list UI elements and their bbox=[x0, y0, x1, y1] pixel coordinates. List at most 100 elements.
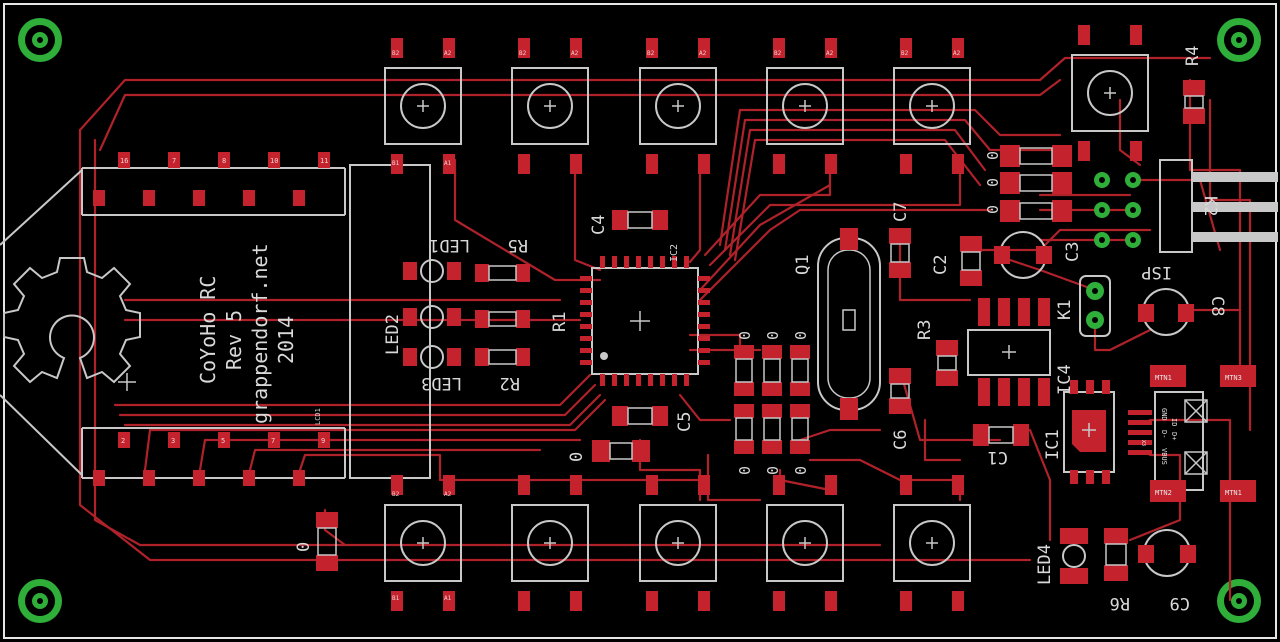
mcu-pin bbox=[684, 374, 689, 386]
mcu-pin bbox=[636, 374, 641, 386]
usb-mtn1-top: MTN1 bbox=[1155, 374, 1172, 382]
pad-label-a2: A2 bbox=[571, 50, 579, 57]
label-c6: C6 bbox=[891, 430, 911, 450]
capacitor-c7 bbox=[889, 228, 911, 278]
label-zero-1: 0 bbox=[567, 452, 587, 462]
pad-label-b2: B2 bbox=[647, 50, 655, 57]
jumper-0-ohm-bottom bbox=[316, 512, 338, 571]
pad-label-a2: A2 bbox=[953, 50, 961, 57]
label-led2: LED2 bbox=[383, 314, 403, 355]
label-r5: R5 bbox=[508, 235, 528, 255]
label-c5: C5 bbox=[675, 412, 695, 432]
mcu-pin bbox=[698, 324, 710, 329]
mounting-hole-top-right bbox=[1217, 18, 1261, 62]
mcu-pin bbox=[580, 336, 592, 341]
pad-label-a1: A1 bbox=[444, 595, 452, 602]
mcu-pin bbox=[660, 256, 665, 268]
button-top-3[interactable] bbox=[639, 37, 717, 175]
label-zero-arr: 0 bbox=[736, 466, 754, 475]
mcu-pin bbox=[600, 374, 605, 386]
pad-label-a2: A2 bbox=[444, 50, 452, 57]
button-top-6[interactable] bbox=[1071, 24, 1149, 162]
pad-label-b2: B2 bbox=[392, 50, 400, 57]
label-zero-arr: 0 bbox=[764, 466, 782, 475]
title-line-2: Rev 5 bbox=[222, 310, 246, 370]
regulator-ic4 bbox=[967, 298, 1051, 406]
label-c8: C8 bbox=[1207, 296, 1227, 316]
usb-mtn1-bottom: MTN1 bbox=[1225, 489, 1242, 497]
button-top-2[interactable] bbox=[511, 37, 589, 175]
lcd-tiny-label: LCD1 bbox=[314, 408, 322, 425]
usb-pin-vbus: VBUS bbox=[1160, 448, 1168, 465]
button-bottom-4[interactable] bbox=[766, 474, 844, 612]
label-zero-stack: 0 bbox=[984, 178, 1002, 187]
mounting-hole-bottom-left bbox=[18, 579, 62, 623]
capacitor-c9 bbox=[1138, 529, 1196, 577]
microcontroller-ic2 bbox=[591, 267, 699, 375]
mcu-pin bbox=[672, 256, 677, 268]
label-c1: C1 bbox=[988, 447, 1008, 467]
pad-label-b2: B2 bbox=[901, 50, 909, 57]
usb-pin-gnd: GND bbox=[1160, 408, 1168, 421]
lcd-pins-top: 16 7 8 10 11 bbox=[93, 152, 330, 206]
label-zero-arr: 0 bbox=[764, 331, 782, 340]
mcu-pin bbox=[612, 256, 617, 268]
button-bottom-3[interactable] bbox=[639, 474, 717, 612]
button-bottom-2[interactable] bbox=[511, 474, 589, 612]
button-top-1[interactable] bbox=[384, 37, 462, 175]
resistor-column bbox=[475, 264, 530, 366]
lcd-pin-label: 11 bbox=[320, 157, 328, 165]
lcd-pin-label: 3 bbox=[171, 437, 175, 445]
lcd-pin-label: 7 bbox=[172, 157, 176, 165]
mcu-pin bbox=[624, 256, 629, 268]
lcd-pin-label: 10 bbox=[270, 157, 278, 165]
mcu-pin bbox=[698, 360, 710, 365]
mcu-pin bbox=[600, 256, 605, 268]
usb-chip-ic1 bbox=[1063, 380, 1115, 484]
label-c4: C4 bbox=[589, 215, 609, 235]
jumper-k1[interactable] bbox=[1079, 275, 1111, 337]
open-hardware-gear-icon bbox=[3, 257, 141, 384]
button-top-5[interactable] bbox=[893, 37, 971, 175]
pad-label-b1: B1 bbox=[392, 160, 400, 167]
usb-pin-id: ID bbox=[1170, 418, 1178, 426]
mcu-pin bbox=[612, 374, 617, 386]
label-zero-2: 0 bbox=[294, 542, 314, 552]
button-bottom-5[interactable] bbox=[893, 474, 971, 612]
lcd-pin-label: 7 bbox=[271, 437, 275, 445]
label-c3: C3 bbox=[1063, 242, 1083, 262]
usb-pin-dp: D+ bbox=[1170, 432, 1178, 440]
mcu-pin bbox=[580, 276, 592, 281]
capacitor-c8 bbox=[1138, 288, 1194, 336]
mcu-pin bbox=[698, 276, 710, 281]
mcu-pin bbox=[580, 324, 592, 329]
label-led3: LED3 bbox=[421, 373, 462, 393]
usb-mtn2: MTN2 bbox=[1155, 489, 1172, 497]
label-c9: C9 bbox=[1170, 593, 1190, 613]
label-q1: Q1 bbox=[793, 255, 813, 275]
button-top-4[interactable] bbox=[766, 37, 844, 175]
mcu-pin bbox=[698, 348, 710, 353]
label-led1: LED1 bbox=[429, 235, 470, 255]
pad-label-a2: A2 bbox=[444, 491, 452, 498]
label-r3: R3 bbox=[915, 320, 935, 340]
capacitor-c6 bbox=[889, 368, 911, 414]
label-r6: R6 bbox=[1110, 593, 1130, 613]
mcu-pin bbox=[580, 300, 592, 305]
board-title: CoYoHo RC Rev 5 grappendorf.net 2014 bbox=[196, 243, 298, 424]
label-zero-arr: 0 bbox=[736, 331, 754, 340]
pad-label-b2: B2 bbox=[774, 50, 782, 57]
label-ic1: IC1 bbox=[1043, 429, 1063, 460]
isp-header-k2[interactable] bbox=[1094, 159, 1278, 253]
jumper-stack bbox=[1000, 145, 1072, 222]
jumper-0-ohm-left bbox=[592, 440, 650, 462]
usb-mtn3-top: MTN3 bbox=[1225, 374, 1242, 382]
label-k1: K1 bbox=[1055, 300, 1075, 320]
lcd-pin-label: 2 bbox=[121, 437, 125, 445]
micro-usb-connector[interactable] bbox=[1128, 365, 1256, 502]
lcd-pin-label: 5 bbox=[221, 437, 225, 445]
capacitor-c4 bbox=[612, 210, 668, 230]
label-c7: C7 bbox=[891, 202, 911, 222]
pad-label-b2: B2 bbox=[519, 50, 527, 57]
label-zero-arr: 0 bbox=[792, 331, 810, 340]
